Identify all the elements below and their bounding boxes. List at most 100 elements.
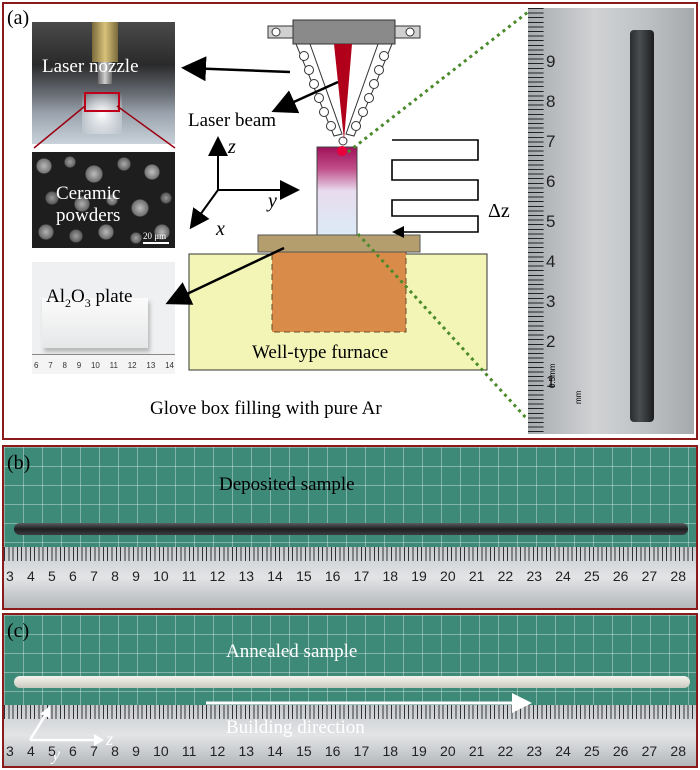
powder-ball (314, 93, 324, 103)
vruler-num: 1 (546, 372, 556, 391)
arrow-to-nozzle (181, 56, 291, 82)
laser-beam (334, 44, 352, 140)
zoom-line (116, 105, 176, 149)
ruler-b-num: 4 (27, 568, 35, 584)
powder-ball (374, 65, 384, 75)
nozzle-head (292, 19, 396, 45)
ruler-b-num: 7 (90, 568, 98, 584)
ruler-b-num: 3 (6, 568, 14, 584)
ruler-c-num: 25 (584, 743, 600, 759)
panel-c-frame (2, 613, 698, 768)
ruler-c-num: 4 (27, 743, 35, 759)
ruler-b-num: 15 (296, 568, 312, 584)
al2o3-plate-photo (32, 262, 175, 374)
powder-ball (351, 121, 361, 131)
laser-nozzle-photo (32, 22, 175, 144)
ruler-c-num: 19 (411, 743, 427, 759)
ceramic-text-1: Ceramic (56, 183, 121, 204)
ruler-c-num: 9 (132, 743, 140, 759)
axis-c-y-label: y (52, 744, 60, 764)
annealed-caption: Annealed sample (226, 641, 358, 662)
small-ruler-num: 11 (109, 361, 118, 370)
ruler-c-num: 7 (90, 743, 98, 759)
ruler-b-num: 8 (111, 568, 119, 584)
melt-pool (337, 146, 347, 156)
ruler-b-num: 12 (209, 568, 226, 584)
powder-ball (379, 51, 389, 61)
ruler-c-num: 15 (296, 743, 312, 759)
ruler-b-num: 22 (497, 568, 514, 584)
ruler-c-num: 14 (267, 743, 283, 759)
vruler-num: 2 (546, 332, 556, 351)
ruler-b-num: 27 (641, 568, 658, 584)
ruler-b-num: 26 (612, 568, 629, 584)
crucible (271, 251, 407, 333)
ruler-b (4, 547, 696, 608)
ruler-b-num: 16 (324, 568, 341, 584)
arrow-to-beam (271, 80, 339, 114)
axis-y-label: y (268, 190, 277, 212)
ruler-c-num: 24 (555, 743, 571, 759)
ceramic-powders-photo (32, 152, 175, 248)
small-ruler-num: 12 (127, 361, 137, 370)
small-ruler-num: 14 (165, 361, 174, 370)
vruler-num: 3 (546, 292, 556, 311)
panel-c-label: (c) (7, 620, 30, 642)
ceramic-text-2: powders (56, 205, 121, 226)
zoom-line (33, 105, 86, 149)
sample-rod-photo (630, 30, 654, 422)
scale-bar-label: 20 μm (143, 231, 167, 241)
panel-b-frame (2, 445, 698, 610)
panel-a-frame (2, 2, 698, 440)
small-ruler-num: 13 (146, 361, 156, 370)
ruler-c-num: 21 (468, 743, 485, 759)
ruler-b-num: 23 (526, 568, 543, 584)
ruler-c-num: 3 (6, 743, 14, 759)
axis-x-arrow (189, 189, 219, 230)
ruler-c-num: 13 (238, 743, 255, 759)
vruler-num: 7 (546, 132, 556, 151)
scan-path-arrowhead (392, 226, 404, 238)
schematic-diagram (33, 10, 530, 422)
ruler-c-num: 11 (181, 743, 197, 759)
vruler-num: 6 (546, 172, 556, 191)
small-ruler-num: 6 (34, 361, 39, 370)
ruler-b-num: 19 (411, 568, 427, 584)
axis-z-label: z (228, 136, 236, 158)
ruler-c-num: 23 (526, 743, 543, 759)
axis-c-z-label: z (106, 729, 114, 749)
ruler-unit-label-2: mm (574, 390, 583, 404)
ruler-c-num: 5 (48, 743, 56, 759)
furnace-label: Well-type furnace (252, 342, 389, 363)
ruler-c-num: 6 (69, 743, 77, 759)
vruler-num: 9 (546, 52, 556, 71)
vertical-ruler-photo (528, 8, 694, 434)
ruler-b-num: 20 (440, 568, 456, 584)
panel-a-label: (a) (7, 7, 30, 29)
ruler-c-num: 16 (324, 743, 341, 759)
powder-ball (364, 93, 374, 103)
deposited-caption: Deposited sample (219, 474, 355, 495)
powder-ball (309, 79, 319, 89)
small-ruler-numbers: 6 7 8 9 10 11 12 13 14 (34, 361, 174, 373)
small-ruler-num: 8 (62, 361, 67, 370)
plate-word: plate (90, 286, 133, 307)
ruler-b-num: 17 (353, 568, 370, 584)
powder-ball (369, 79, 379, 89)
ruler-b-num: 14 (267, 568, 283, 584)
ruler-b-num: 6 (69, 568, 77, 584)
powder-ball (358, 107, 368, 117)
powder-ball (304, 65, 314, 75)
bolt-left (271, 27, 281, 37)
laser-nozzle-text: Laser nozzle (42, 56, 139, 77)
ruler-b-num: 10 (153, 568, 169, 584)
powder-ball (326, 121, 336, 131)
zoom-line-green (347, 10, 529, 154)
ruler-c-num: 26 (612, 743, 629, 759)
small-ruler-num: 10 (90, 361, 100, 370)
small-ruler-num: 9 (76, 361, 82, 370)
vruler-num: 4 (546, 252, 556, 271)
vruler-num: 5 (546, 212, 556, 231)
